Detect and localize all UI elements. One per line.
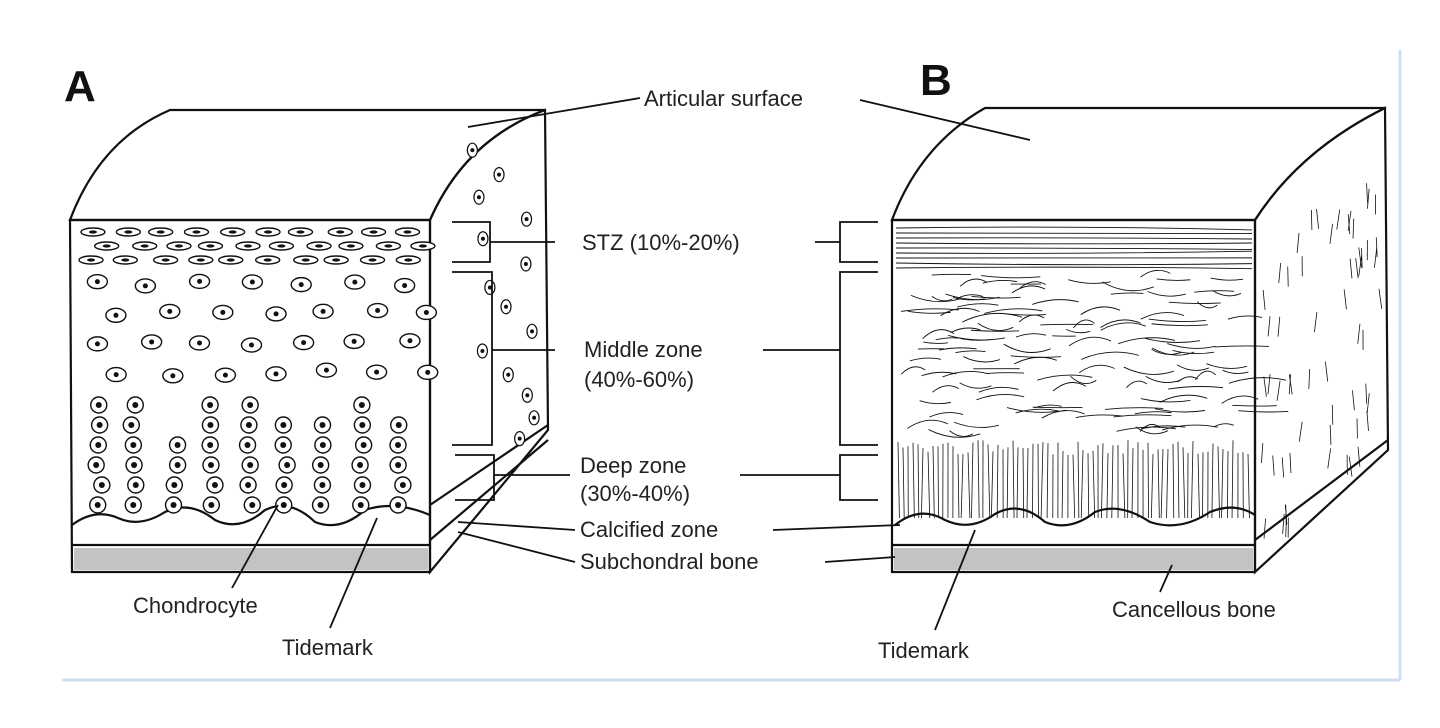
- block-a-subchondral-bone: [74, 548, 428, 570]
- brackets-a: [452, 221, 495, 501]
- block-b-subchondral-bone: [894, 548, 1253, 570]
- label-subchondral-bone: Subchondral bone: [580, 549, 759, 574]
- block-b-front-face: [890, 218, 1257, 574]
- leader-lines: [231, 97, 1173, 631]
- label-deep-zone: Deep zone: [580, 453, 686, 478]
- label-stz: STZ (10%-20%): [582, 230, 740, 255]
- label-tidemark-b: Tidemark: [878, 638, 970, 663]
- brackets-b: [839, 221, 878, 501]
- label-calcified-zone: Calcified zone: [580, 517, 718, 542]
- panel-letter-a: A: [64, 62, 96, 111]
- block-a: [68, 108, 550, 576]
- label-cancellous-bone: Cancellous bone: [1112, 597, 1276, 622]
- label-deep-zone-pct: (30%-40%): [580, 481, 690, 506]
- block-b-tidemark-line: [894, 506, 1256, 527]
- label-articular-surface: Articular surface: [644, 86, 803, 111]
- label-middle-zone: Middle zone: [584, 337, 703, 362]
- label-chondrocyte: Chondrocyte: [133, 593, 258, 618]
- label-tidemark-a: Tidemark: [282, 635, 374, 660]
- block-b-side-face: [1253, 106, 1390, 575]
- block-b: [890, 106, 1390, 575]
- label-middle-zone-pct: (40%-60%): [584, 367, 694, 392]
- collagen-fibers: [895, 183, 1383, 539]
- block-a-side-tidemark: [429, 424, 549, 506]
- block-b-side-calcified: [1254, 439, 1389, 541]
- chondrocyte-cells: [78, 142, 540, 514]
- block-a-side-face: [428, 108, 550, 576]
- block-a-side-calcified: [429, 439, 549, 541]
- panel-letter-b: B: [920, 56, 952, 105]
